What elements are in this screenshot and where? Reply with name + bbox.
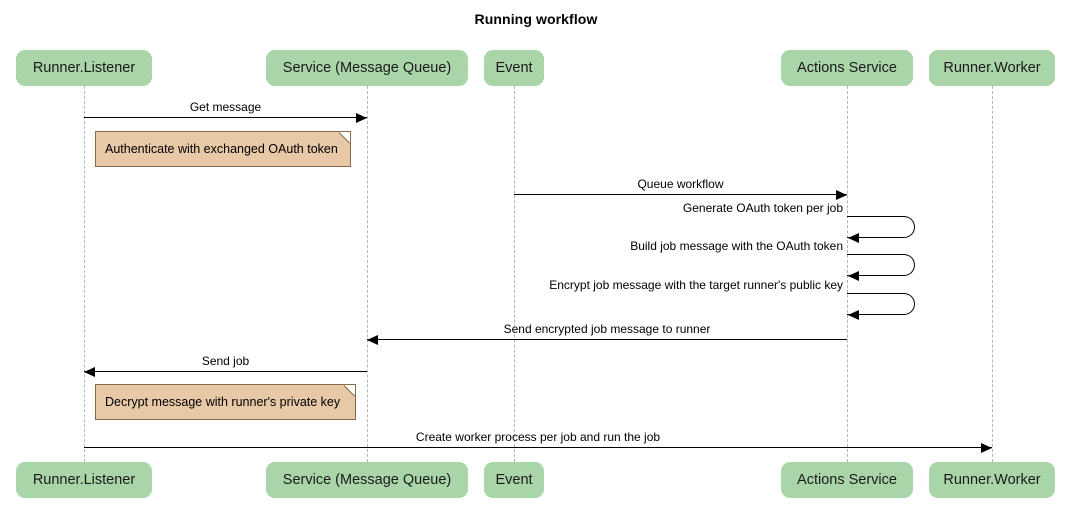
arrowhead-create-worker-process	[981, 443, 992, 453]
arrowhead-generate-oauth-token	[848, 233, 859, 243]
arrowhead-send-encrypted-job-message	[367, 335, 378, 345]
message-label-get-message: Get message	[189, 100, 262, 114]
participant-label: Event	[495, 60, 533, 76]
message-line-get-message	[84, 117, 367, 118]
lifeline-service-message-queue	[367, 86, 368, 462]
participant-service-message-queue-top[interactable]: Service (Message Queue)	[266, 50, 468, 86]
arrowhead-encrypt-job-message	[848, 310, 859, 320]
participant-label: Actions Service	[797, 472, 897, 488]
participant-label: Runner.Listener	[32, 472, 136, 488]
participant-service-message-queue-bottom[interactable]: Service (Message Queue)	[266, 462, 468, 498]
participant-label: Event	[495, 472, 533, 488]
message-label-generate-oauth-token: Generate OAuth token per job	[682, 201, 843, 215]
message-line-queue-workflow	[514, 194, 847, 195]
participant-event-bottom[interactable]: Event	[484, 462, 544, 498]
message-label-send-encrypted-job-message: Send encrypted job message to runner	[503, 322, 711, 336]
participant-label: Runner.Listener	[32, 60, 136, 76]
message-label-encrypt-job-message: Encrypt job message with the target runn…	[549, 278, 843, 292]
arrowhead-build-job-message	[848, 271, 859, 281]
message-label-create-worker-process: Create worker process per job and run th…	[415, 430, 661, 444]
participant-runner-worker-top[interactable]: Runner.Worker	[929, 50, 1055, 86]
message-label-queue-workflow: Queue workflow	[637, 177, 724, 191]
lifeline-runner-listener	[84, 86, 85, 462]
self-message-loop-generate-oauth-token	[847, 216, 915, 238]
note-fold-corner-decrypt-note	[344, 385, 355, 396]
participant-runner-listener-bottom[interactable]: Runner.Listener	[16, 462, 152, 498]
message-label-send-job: Send job	[201, 354, 250, 368]
note-fold-corner-authenticate-note	[339, 132, 350, 143]
arrowhead-send-job	[84, 367, 95, 377]
arrowhead-get-message	[356, 113, 367, 123]
participant-label: Service (Message Queue)	[282, 60, 452, 76]
note-label: Authenticate with exchanged OAuth token	[105, 142, 338, 156]
arrowhead-queue-workflow	[836, 190, 847, 200]
participant-actions-service-top[interactable]: Actions Service	[781, 50, 913, 86]
message-label-build-job-message: Build job message with the OAuth token	[630, 239, 843, 253]
message-line-create-worker-process	[84, 447, 992, 448]
participant-label: Actions Service	[797, 60, 897, 76]
participant-runner-listener-top[interactable]: Runner.Listener	[16, 50, 152, 86]
participant-actions-service-bottom[interactable]: Actions Service	[781, 462, 913, 498]
note-label: Decrypt message with runner's private ke…	[105, 395, 341, 409]
self-message-loop-encrypt-job-message	[847, 293, 915, 315]
self-message-loop-build-job-message	[847, 254, 915, 276]
participant-label: Runner.Worker	[943, 472, 1041, 488]
participant-runner-worker-bottom[interactable]: Runner.Worker	[929, 462, 1055, 498]
note-authenticate-note: Authenticate with exchanged OAuth token	[95, 131, 351, 167]
lifeline-event	[514, 86, 515, 462]
lifeline-runner-worker	[992, 86, 993, 462]
participant-label: Runner.Worker	[943, 60, 1041, 76]
message-line-send-encrypted-job-message	[367, 339, 847, 340]
diagram-title: Running workflow	[474, 11, 598, 27]
note-decrypt-note: Decrypt message with runner's private ke…	[95, 384, 356, 420]
participant-event-top[interactable]: Event	[484, 50, 544, 86]
participant-label: Service (Message Queue)	[282, 472, 452, 488]
message-line-send-job	[84, 371, 367, 372]
